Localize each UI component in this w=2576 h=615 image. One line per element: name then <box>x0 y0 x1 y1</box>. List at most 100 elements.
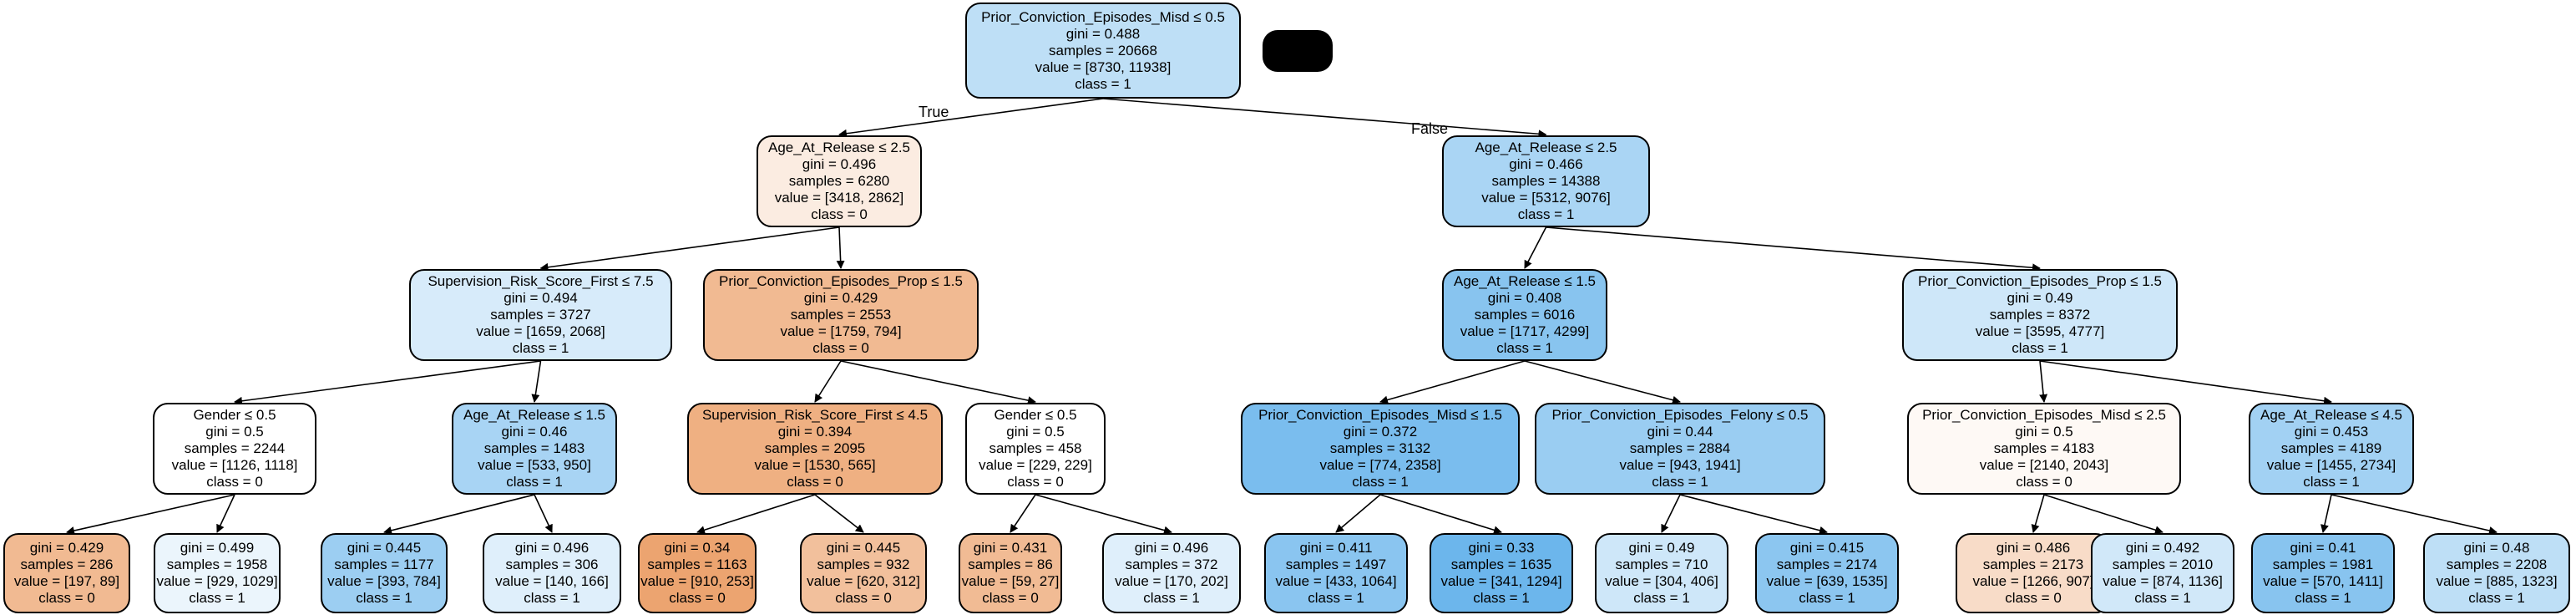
tree-edge-n0-n2 <box>1102 98 1547 139</box>
node-split-condition: Gender ≤ 0.5 <box>994 407 1077 423</box>
node-value: value = [8730, 11938] <box>1035 58 1172 75</box>
node-gini: gini = 0.492 <box>2125 540 2200 556</box>
tree-edge-n12-n25 <box>1661 494 1681 533</box>
node-value: value = [774, 2358] <box>1319 457 1441 473</box>
node-value: value = [533, 950] <box>478 457 591 473</box>
node-value: value = [3595, 4777] <box>1975 323 2105 339</box>
redaction-block <box>1263 30 1333 72</box>
node-value: value = [5312, 9076] <box>1481 190 1611 206</box>
tree-edge-n5-n11 <box>1379 360 1526 404</box>
tree-edge-n1-n3 <box>539 226 840 272</box>
node-class: class = 0 <box>811 206 868 222</box>
node-samples: samples = 2174 <box>1776 557 1878 572</box>
node-samples: samples = 2010 <box>2112 557 2214 572</box>
node-value: value = [197, 89] <box>13 573 120 589</box>
node-samples: samples = 6280 <box>788 173 890 189</box>
node-samples: samples = 286 <box>20 557 114 572</box>
node-class: class = 0 <box>787 474 843 490</box>
node-value: value = [304, 406] <box>1605 573 1718 589</box>
node-value: value = [1659, 2068] <box>476 323 605 339</box>
node-class: class = 0 <box>2016 474 2072 490</box>
node-gini: gini = 0.49 <box>2007 290 2073 306</box>
node-samples: samples = 2095 <box>764 440 866 456</box>
node-split-condition: Prior_Conviction_Episodes_Misd ≤ 1.5 <box>1258 407 1502 423</box>
node-samples: samples = 458 <box>989 440 1082 456</box>
node-value: value = [3418, 2862] <box>774 190 904 206</box>
node-value: value = [1717, 4299] <box>1460 323 1590 339</box>
node-value: value = [433, 1064] <box>1275 573 1397 589</box>
node-gini: gini = 0.41 <box>2290 540 2356 556</box>
node-gini: gini = 0.5 <box>205 424 264 440</box>
node-samples: samples = 4183 <box>1993 440 2095 456</box>
node-samples: samples = 1635 <box>1450 557 1552 572</box>
node-split-condition: Prior_Conviction_Episodes_Misd ≤ 2.5 <box>1922 407 2166 423</box>
node-split-condition: Supervision_Risk_Score_First ≤ 4.5 <box>701 407 929 423</box>
node-samples: samples = 6016 <box>1474 307 1576 323</box>
node-samples: samples = 1177 <box>334 557 434 572</box>
node-value: value = [2140, 2043] <box>1979 457 2109 473</box>
node-samples: samples = 1483 <box>483 440 585 456</box>
node-gini: gini = 0.44 <box>1647 424 1713 440</box>
node-samples: samples = 1958 <box>166 557 268 572</box>
tree-edge-n11-n24 <box>1379 494 1502 535</box>
node-samples: samples = 1497 <box>1285 557 1387 572</box>
node-value: value = [885, 1323] <box>2436 573 2558 589</box>
node-gini: gini = 0.372 <box>1343 424 1418 440</box>
node-split-condition: Supervision_Risk_Score_First ≤ 7.5 <box>428 273 654 289</box>
node-samples: samples = 1163 <box>647 557 747 572</box>
node-gini: gini = 0.429 <box>29 540 104 556</box>
node-class: class = 1 <box>1308 590 1364 606</box>
tree-edge-n1-n4 <box>836 226 845 269</box>
node-class: class = 1 <box>1473 590 1530 606</box>
node-gini: gini = 0.429 <box>803 290 878 306</box>
tree-edge-n3-n7 <box>234 360 541 405</box>
node-value: value = [874, 1136] <box>2103 573 2223 589</box>
tree-edge-n5-n12 <box>1524 360 1681 404</box>
tree-edge-n9-n20 <box>814 494 864 533</box>
tree-edge-n6-n14 <box>2039 360 2332 405</box>
node-class: class = 1 <box>512 340 569 356</box>
node-samples: samples = 1981 <box>2272 557 2374 572</box>
node-class: class = 0 <box>982 590 1039 606</box>
node-gini: gini = 0.49 <box>1628 540 1695 556</box>
tree-edge-n4-n9 <box>814 360 842 403</box>
node-class: class = 1 <box>1143 590 1200 606</box>
tree-edge-n7-n15 <box>66 494 235 535</box>
node-value: value = [229, 229] <box>979 457 1092 473</box>
node-class: class = 0 <box>835 590 892 606</box>
tree-edge-n11-n23 <box>1335 494 1381 533</box>
tree-edge-n2-n6 <box>1546 226 2041 272</box>
node-samples: samples = 8372 <box>1989 307 2091 323</box>
node-class: class = 1 <box>2012 340 2068 356</box>
node-split-condition: Age_At_Release ≤ 4.5 <box>2260 407 2402 423</box>
node-value: value = [1759, 794] <box>780 323 902 339</box>
node-split-condition: Age_At_Release ≤ 2.5 <box>1475 140 1617 155</box>
node-samples: samples = 2208 <box>2446 557 2548 572</box>
node-gini: gini = 0.488 <box>1065 25 1141 42</box>
tree-edge-n14-n29 <box>2320 494 2332 533</box>
node-samples: samples = 86 <box>968 557 1053 572</box>
node-gini: gini = 0.394 <box>777 424 853 440</box>
node-split-condition: Age_At_Release ≤ 1.5 <box>463 407 605 423</box>
node-class: class = 1 <box>1633 590 1690 606</box>
node-class: class = 1 <box>356 590 412 606</box>
tree-edge-n10-n22 <box>1035 494 1172 535</box>
node-value: value = [929, 1029] <box>156 573 278 589</box>
node-gini: gini = 0.496 <box>1134 540 1209 556</box>
edge-label-true: True <box>919 104 949 120</box>
node-value: value = [639, 1535] <box>1766 573 1888 589</box>
tree-edge-n2-n5 <box>1524 226 1547 269</box>
node-class: class = 0 <box>669 590 726 606</box>
